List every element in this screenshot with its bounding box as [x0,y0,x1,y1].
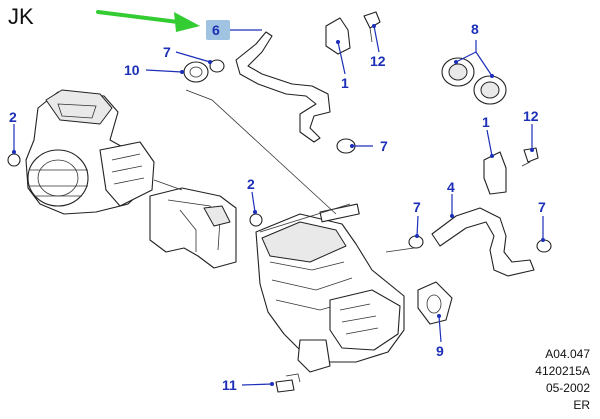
callout-12: 12 [523,108,539,124]
callout-1: 1 [341,75,349,91]
diagram-corner-label: JK [8,4,34,29]
reference-code-line: ER [573,398,590,412]
callouts: 6 7 10 1 12 8 2 12 1 7 2 4 7 7 9 11 [9,21,546,393]
callout-1: 1 [482,114,490,130]
assembly-line [153,89,415,253]
callout-7: 7 [538,199,546,215]
reference-code-line: A04.047 [545,347,590,361]
callout-2: 2 [247,176,255,192]
reference-code-line: 4120215A [535,364,590,378]
callout-7: 7 [163,44,171,60]
callout-8: 8 [471,21,479,37]
small-parts [7,11,552,393]
callout-12: 12 [370,53,386,69]
heater-unit [255,203,405,373]
callout-7: 7 [413,199,421,215]
callout-6-highlight [206,20,230,40]
hose-right [431,207,535,277]
callout-10: 10 [124,62,140,78]
blower-housing [25,89,155,215]
callout-4: 4 [447,179,455,195]
reference-codes: A04.047 4120215A 05-2002 ER [535,346,590,414]
callout-2: 2 [9,109,17,125]
callout-7: 7 [380,138,388,154]
leader-dots [12,24,545,386]
hose-upper [235,31,331,143]
reference-code-line: 05-2002 [545,381,590,395]
callout-9: 9 [436,343,444,359]
leader-lines [13,25,544,386]
pointer-arrow [96,10,200,32]
duct-bracket [149,187,237,269]
callout-6: 6 [212,22,220,38]
callout-11: 11 [222,377,237,393]
